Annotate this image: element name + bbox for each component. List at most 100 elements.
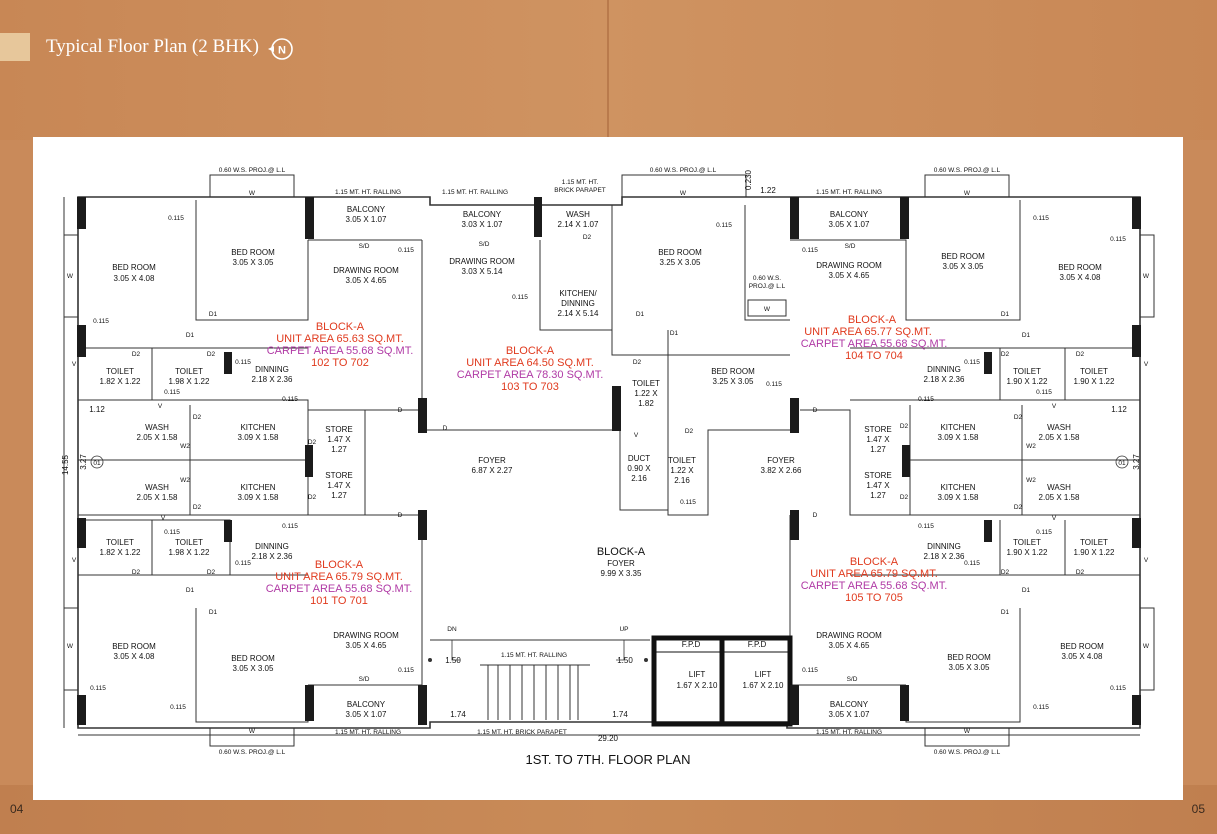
stair-up-label: UP xyxy=(619,626,628,633)
room-store-2-dim-a: 1.47 X xyxy=(327,481,351,490)
t-1: 0.115 xyxy=(168,215,184,222)
room-wash-1-dim: 2.05 X 1.58 xyxy=(137,433,178,442)
room-balcony-4: BALCONY xyxy=(347,700,386,709)
room-bed-3: BED ROOM xyxy=(658,248,702,257)
unit-101-carpet: CARPET AREA 55.68 SQ.MT. xyxy=(266,583,413,595)
room-drawing-3: DRAWING ROOM xyxy=(816,261,882,270)
tag-w2-1: W2 xyxy=(180,443,190,450)
room-dinning-4: DINNING xyxy=(927,542,961,551)
t-25: 0.115 xyxy=(964,560,980,567)
t-20: 0.115 xyxy=(964,359,980,366)
room-bed-6-dim: 3.05 X 4.08 xyxy=(1060,273,1101,282)
axis-label-left: 01 xyxy=(93,460,101,467)
north-compass-icon: N xyxy=(268,38,293,60)
tag-d2-14: D2 xyxy=(1014,414,1023,421)
unit-104-block: BLOCK-A xyxy=(848,314,897,326)
room-dinning-3: DINNING xyxy=(927,365,961,374)
tag-w-7: W xyxy=(1143,643,1150,650)
tag-w2-3: W2 xyxy=(1026,443,1036,450)
dim-stair-1-50-b: 1.50 xyxy=(617,656,633,665)
page-number-left: 04 xyxy=(10,802,24,816)
railing-stair: 1.15 MT. HT. RALLING xyxy=(501,652,567,659)
tag-w-1: W xyxy=(249,190,256,197)
tag-d2-16: D2 xyxy=(1014,504,1023,511)
fpd-label-1: F.P.D xyxy=(682,640,701,649)
axis-marker-right xyxy=(1115,455,1129,469)
tag-d1-6: D1 xyxy=(1022,332,1031,339)
tag-d2-10: D2 xyxy=(633,359,642,366)
room-dinning-2-dim: 2.18 X 2.36 xyxy=(252,552,293,561)
center-foyer-dim: 9.99 X 3.35 xyxy=(601,569,642,578)
stair-down-label: DN xyxy=(447,626,457,633)
ws-proj-bottom-right: 0.60 W.S. PROJ.@ L.L xyxy=(934,749,1001,756)
tag-d1-1: D1 xyxy=(209,311,218,318)
room-kitchen-3-dim: 3.09 X 1.58 xyxy=(938,433,979,442)
tag-d-1: D xyxy=(398,407,403,414)
room-kitchen-2: KITCHEN xyxy=(240,483,275,492)
tag-d2-15: D2 xyxy=(900,423,909,430)
tag-d1-10: D1 xyxy=(1001,609,1010,616)
room-drawing-3-dim: 3.05 X 4.65 xyxy=(829,271,870,280)
t-2: 0.115 xyxy=(93,318,109,325)
room-toilet-duct: TOILET xyxy=(668,456,696,465)
tag-w-8: W xyxy=(249,728,256,735)
lift-core xyxy=(651,635,793,727)
structural-columns xyxy=(77,197,1141,725)
tag-v-2: V xyxy=(72,557,77,564)
room-wash-top: WASH xyxy=(566,210,590,219)
room-bed-7: BED ROOM xyxy=(112,642,156,651)
dim-overall-width: 29.20 xyxy=(598,734,619,743)
room-bed-7-dim: 3.05 X 4.08 xyxy=(114,652,155,661)
tag-w-5: W xyxy=(1143,273,1150,280)
room-dinning-1: DINNING xyxy=(255,365,289,374)
room-kitchen-3: KITCHEN xyxy=(940,423,975,432)
dim-stair-1-74-a: 1.74 xyxy=(450,710,466,719)
t-11: 0.115 xyxy=(398,667,414,674)
dim-stair-1-50-a: 1.50 xyxy=(445,656,461,665)
center-foyer-label: FOYER xyxy=(607,559,635,568)
lift-2-dim: 1.67 X 2.10 xyxy=(743,681,784,690)
tag-v-3: V xyxy=(1144,361,1149,368)
room-bed-4: BED ROOM xyxy=(711,367,755,376)
t-3: 0.115 xyxy=(235,359,251,366)
unit-101-flats: 101 TO 701 xyxy=(310,595,368,607)
room-balcony-1: BALCONY xyxy=(347,205,386,214)
tag-d1-2: D1 xyxy=(186,332,195,339)
t-16: 0.115 xyxy=(680,499,696,506)
room-bed-1: BED ROOM xyxy=(112,263,156,272)
unit-102-carpet: CARPET AREA 55.68 SQ.MT. xyxy=(267,345,414,357)
bottom-parapet-label: 1.15 MT. HT. BRICK PARAPET xyxy=(477,729,567,736)
tag-d-4: D xyxy=(813,407,818,414)
room-store-3: STORE xyxy=(864,425,891,434)
tag-w-9: W xyxy=(964,728,971,735)
tag-d2-6: D2 xyxy=(308,494,317,501)
tag-w-10: W xyxy=(764,306,771,313)
ws-proj-top-left: 0.60 W.S. PROJ.@ L.L xyxy=(219,167,286,174)
tag-sd-5: S/D xyxy=(847,676,858,683)
tag-d2-13: D2 xyxy=(1076,351,1085,358)
room-drawing-2: DRAWING ROOM xyxy=(449,257,515,266)
tag-v-1: V xyxy=(72,361,77,368)
parapet-top-line2: BRICK PARAPET xyxy=(554,187,606,194)
room-store-1: STORE xyxy=(325,425,352,434)
room-store-4-dim-a: 1.47 X xyxy=(866,481,890,490)
window-projections xyxy=(63,174,1155,747)
tag-d-5: D xyxy=(813,512,818,519)
unit-103-block: BLOCK-A xyxy=(506,345,555,357)
room-store-1-dim-b: 1.27 xyxy=(331,445,347,454)
room-toilet-3-dim: 1.82 X 1.22 xyxy=(100,548,141,557)
t-18: 0.115 xyxy=(1033,215,1049,222)
room-kitchen-1: KITCHEN xyxy=(240,423,275,432)
room-balcony-2-dim: 3.03 X 1.07 xyxy=(462,220,503,229)
room-bed-5: BED ROOM xyxy=(941,252,985,261)
room-store-3-dim-a: 1.47 X xyxy=(866,435,890,444)
room-bed-8: BED ROOM xyxy=(231,654,275,663)
room-duct-dim-b: 2.16 xyxy=(631,474,647,483)
tag-v-9: V xyxy=(1052,515,1057,522)
room-bed-3-dim: 3.25 X 3.05 xyxy=(660,258,701,267)
unit-103-area: UNIT AREA 64.50 SQ.MT. xyxy=(466,357,594,369)
room-bed-8-dim: 3.05 X 3.05 xyxy=(233,664,274,673)
room-toilet-center: TOILET xyxy=(632,379,660,388)
t-15: 0.115 xyxy=(766,381,782,388)
room-toilet-duct-dim-a: 1.22 X xyxy=(670,466,694,475)
